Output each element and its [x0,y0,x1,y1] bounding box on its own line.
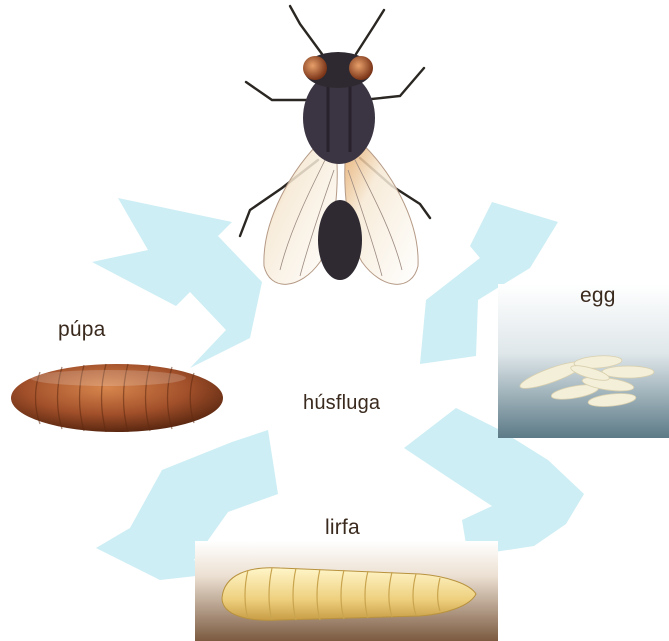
larva-panel [195,541,498,641]
housefly-illustration [240,6,430,284]
larva-label: lirfa [325,516,360,540]
pupa-label: púpa [58,318,106,342]
arrow-pupa-to-adult [92,198,262,368]
pupa-illustration [11,364,223,432]
center-label: húsfluga [303,392,380,415]
egg-label: egg [580,284,616,308]
